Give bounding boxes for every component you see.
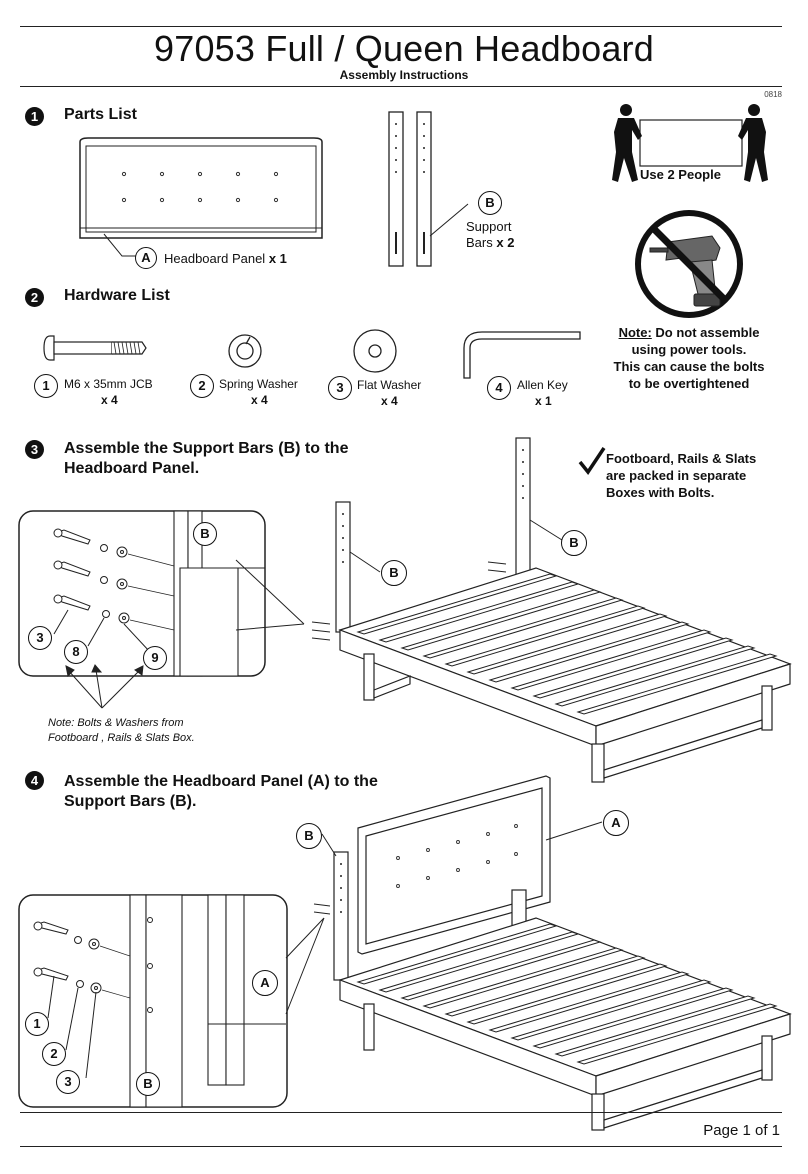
step-3-bed-assembly-drawing: [311, 437, 792, 783]
bolts-note-line-2: Footboard , Rails & Slats Box.: [48, 732, 195, 744]
two-people-notice: Use 2 People: [640, 167, 721, 182]
footer-top-rule: [20, 1112, 782, 1113]
hardware-3-qty: x 4: [381, 394, 398, 408]
step4-panel-a-callout: A: [603, 810, 629, 836]
step-3-detail-view: [18, 510, 266, 677]
note-line-2: using power tools.: [631, 342, 747, 357]
part-a-leader: [103, 233, 138, 257]
step4-bar-b-callout: B: [296, 823, 322, 849]
zoom-connector-step3: [235, 559, 305, 631]
hardware-1-qty: x 4: [101, 393, 118, 407]
part-b-label: Support Bars x 2: [466, 219, 514, 251]
detail4-2-callout: 2: [42, 1042, 66, 1066]
checkmark-icon: [578, 447, 606, 475]
detail3-8-callout: 8: [64, 640, 88, 664]
part-a-name: Headboard Panel: [164, 251, 266, 266]
page-number: Page 1 of 1: [703, 1122, 780, 1139]
hardware-4-name: Allen Key: [517, 378, 568, 392]
detail4-a-callout: A: [252, 970, 278, 996]
power-tools-note: Note: Do not assemble using power tools.…: [604, 324, 774, 392]
allen-key-drawing: [463, 331, 581, 379]
document-code: 0818: [764, 90, 782, 99]
zoom-connector-step4: [285, 917, 325, 1015]
detail4-1-callout: 1: [25, 1012, 49, 1036]
note-label: Note:: [618, 325, 652, 340]
detail3-b-callout: B: [193, 522, 217, 546]
note-line-3: This can cause the bolts: [613, 359, 765, 374]
hardware-2-callout: 2: [190, 374, 214, 398]
bolts-note-arrows: [65, 664, 144, 709]
step-3-bolts-note: Note: Bolts & Washers from Footboard , R…: [48, 716, 195, 746]
hardware-2-qty: x 4: [251, 393, 268, 407]
part-b-leader: [429, 203, 469, 237]
no-power-drill-icon: [635, 210, 743, 318]
step-4-number: 4: [25, 771, 44, 790]
detail3-3-callout: 3: [28, 626, 52, 650]
note-line-4: to be overtightened: [628, 376, 750, 391]
hardware-1-callout: 1: [34, 374, 58, 398]
hardware-4-callout: 4: [487, 376, 511, 400]
bolt-drawing: [43, 335, 147, 361]
note-line-1: Do not assemble: [655, 325, 760, 340]
step-3-number: 3: [25, 440, 44, 459]
top-rule: [20, 26, 782, 27]
part-b-name-line2: Bars: [466, 235, 493, 250]
step3-bar-b-callout-right: B: [561, 530, 587, 556]
detail3-9-callout: 9: [143, 646, 167, 670]
flat-washer-drawing: [353, 329, 397, 373]
part-a-label: Headboard Panel x 1: [164, 251, 287, 266]
step-4-title: Assemble the Headboard Panel (A) to the …: [64, 773, 378, 810]
step-1-number: 1: [25, 107, 44, 126]
part-b-name-line1: Support: [466, 219, 512, 234]
step-2-number: 2: [25, 288, 44, 307]
detail4-3-callout: 3: [56, 1070, 80, 1094]
step-4-bed-assembly-drawing: [313, 775, 792, 1131]
page-subtitle: Assembly Instructions: [339, 68, 469, 82]
step-3-title: Assemble the Support Bars (B) to the Hea…: [64, 440, 349, 477]
hardware-1-name: M6 x 35mm JCB: [64, 377, 153, 391]
hardware-4-qty: x 1: [535, 394, 552, 408]
part-a-qty: x 1: [268, 251, 287, 266]
step3-bar-b-callout-left: B: [381, 560, 407, 586]
hardware-2-name: Spring Washer: [219, 377, 298, 391]
hardware-3-callout: 3: [328, 376, 352, 400]
two-people-carrying-icon: [612, 104, 768, 182]
part-a-callout: A: [135, 247, 157, 269]
packed-line-2: are packed in separate: [606, 468, 747, 483]
bolts-note-line-1: Note: Bolts & Washers from: [48, 717, 184, 729]
footer-bottom-rule: [20, 1146, 782, 1147]
spring-washer-drawing: [228, 334, 262, 368]
detail4-b-callout: B: [136, 1072, 160, 1096]
part-b-qty: x 2: [496, 235, 515, 250]
step-4-detail-view: [18, 894, 288, 1108]
packed-line-1: Footboard, Rails & Slats: [606, 451, 757, 466]
packed-notice: Footboard, Rails & Slats are packed in s…: [606, 450, 756, 501]
step-1-title: Parts List: [64, 106, 137, 123]
packed-line-3: Boxes with Bolts.: [606, 485, 715, 500]
page-title: 97053 Full / Queen Headboard: [154, 28, 654, 69]
hardware-3-name: Flat Washer: [357, 378, 422, 392]
part-b-callout: B: [478, 191, 502, 215]
step-2-title: Hardware List: [64, 287, 170, 304]
header-rule: [20, 86, 782, 87]
headboard-panel-drawing: [79, 137, 323, 239]
support-bars-drawing: [388, 111, 432, 267]
